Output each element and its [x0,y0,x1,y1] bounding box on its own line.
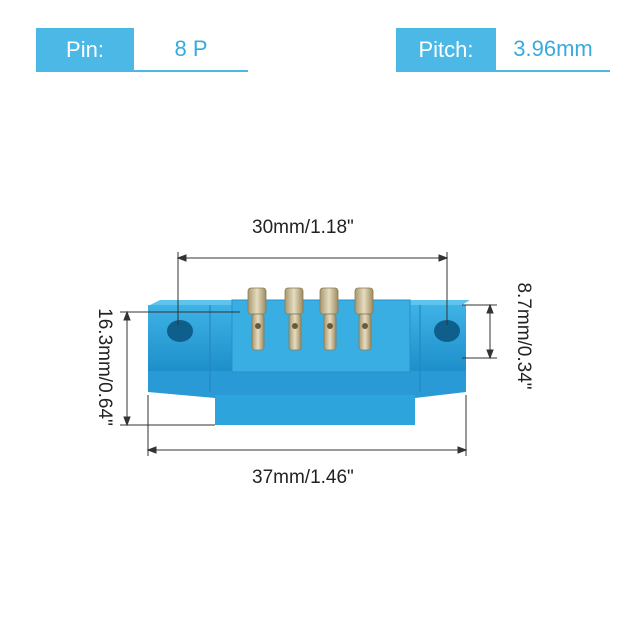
pin-spec-badge: Pin: 8 P [36,28,248,72]
pin-3 [319,287,339,351]
pin-value: 8 P [134,28,248,72]
height-label: 16.3mm/0.64" [94,308,115,426]
pins [247,287,374,351]
overall-length-label: 37mm/1.46" [252,467,354,488]
pin-4 [354,287,374,351]
pitch-label: Pitch: [396,28,496,72]
connector-body [148,299,470,425]
pitch-value: 3.96mm [496,28,610,72]
pin-label: Pin: [36,28,134,72]
pitch-spec-badge: Pitch: 3.96mm [396,28,610,72]
mounting-hole-right [434,320,460,342]
mounting-hole-left [167,320,193,342]
dimension-lines [120,252,497,456]
pin-1 [247,287,267,351]
body-height-label: 8.7mm/0.34" [513,282,534,390]
hole-spacing-label: 30mm/1.18" [252,217,354,238]
pin-2 [284,287,304,351]
